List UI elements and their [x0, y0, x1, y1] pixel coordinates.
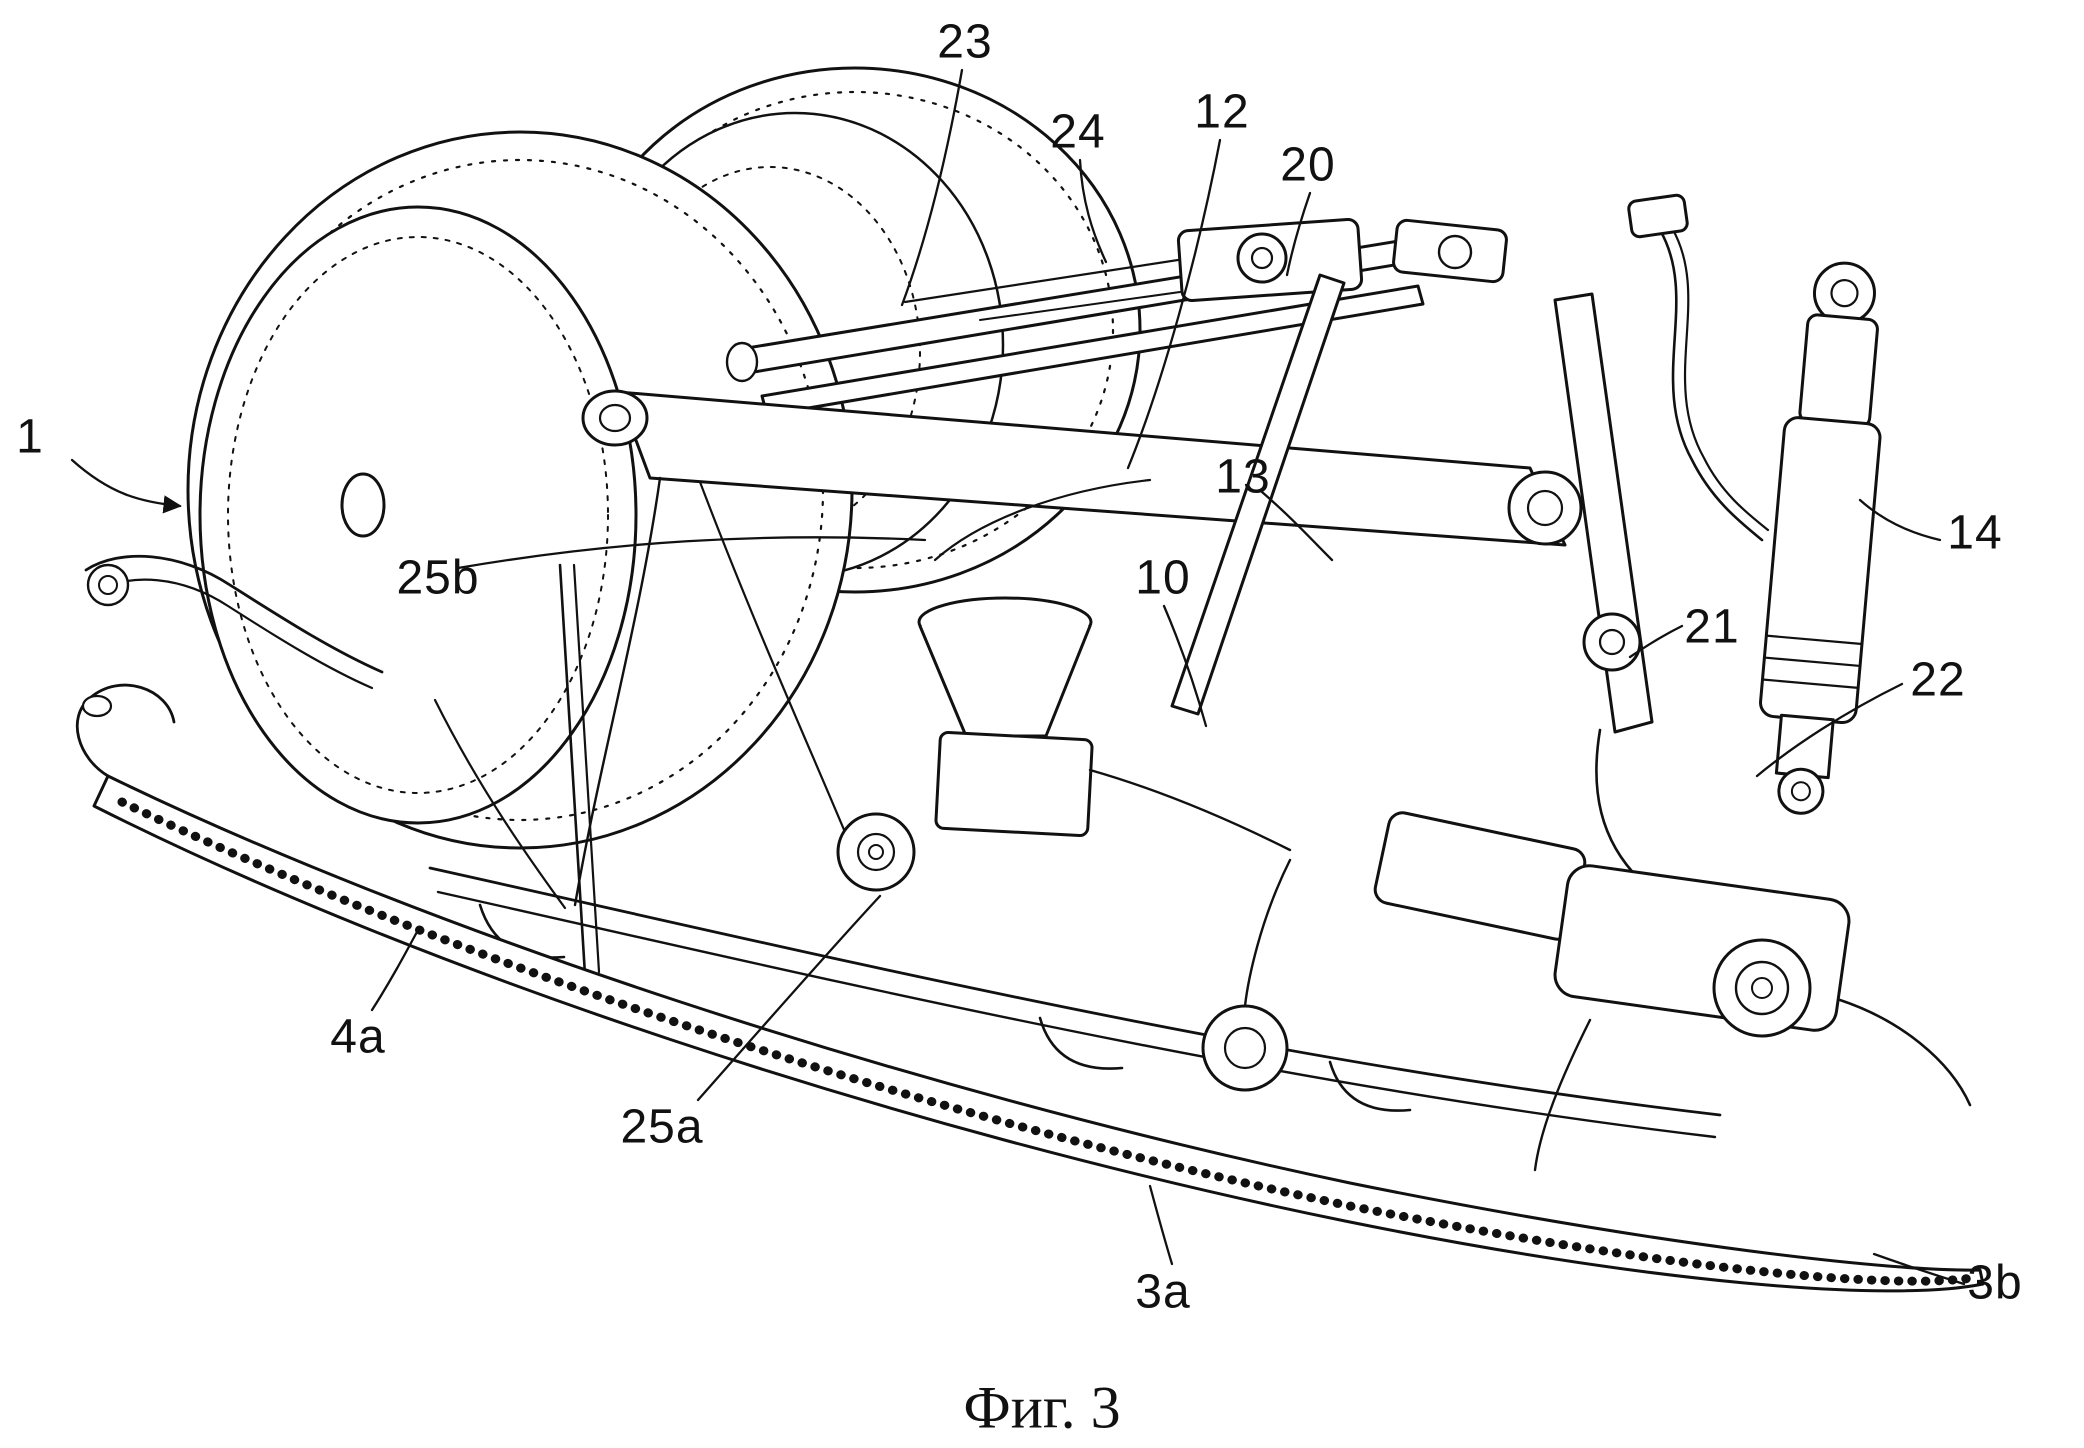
ski-stipple-edge	[117, 797, 1977, 1286]
ref-label-10: 10	[1135, 551, 1191, 605]
leader-lines	[70, 68, 1966, 1286]
hydraulic-hose	[1658, 228, 1764, 542]
ref-label-12: 12	[1194, 85, 1250, 139]
ref-label-25b: 25b	[396, 551, 480, 605]
leader-25b	[456, 536, 927, 570]
engine-funnel	[836, 478, 1292, 892]
leader-10	[1162, 604, 1208, 728]
ref-label-23: 23	[937, 15, 993, 69]
ref-label-13: 13	[1215, 450, 1271, 504]
top-assembly	[1176, 193, 1770, 542]
diagonal-strut	[1170, 273, 1346, 716]
ref-label-20: 20	[1280, 138, 1336, 192]
front-wheel	[186, 130, 854, 850]
leader-13	[1260, 490, 1334, 562]
leader-24	[1078, 158, 1108, 264]
ski	[75, 554, 1985, 1293]
ref-label-3a: 3a	[1135, 1265, 1191, 1319]
ref-label-3b: 3b	[1967, 1256, 2023, 1310]
leader-20	[1285, 191, 1312, 277]
leader-3b	[1872, 1252, 1966, 1286]
ref-label-1: 1	[16, 410, 44, 464]
ref-label-24: 24	[1050, 105, 1106, 159]
ref-label-22: 22	[1910, 653, 1966, 707]
ref-label-25a: 25a	[620, 1100, 704, 1154]
leader-14	[1858, 498, 1942, 542]
ref-label-14: 14	[1947, 506, 2003, 560]
figure-caption: Фиг. 3	[963, 1374, 1121, 1441]
lower-frame	[428, 563, 1722, 1139]
ref-label-4a: 4a	[330, 1010, 386, 1064]
swing-arm	[433, 389, 1583, 910]
leader-22	[1755, 682, 1904, 778]
leader-23	[900, 68, 964, 307]
rear-skid-assembly	[1373, 811, 1972, 1172]
leader-21	[1628, 624, 1684, 659]
leader-12	[1126, 138, 1222, 470]
hub	[340, 472, 386, 538]
ref-label-21: 21	[1684, 600, 1740, 654]
leader-4a	[370, 928, 420, 1012]
leader-25a	[696, 894, 882, 1102]
leader-1	[70, 458, 182, 514]
shock-absorber	[1759, 261, 1882, 815]
knuckle-assembly	[1553, 292, 1654, 882]
leader-3a	[1148, 1184, 1174, 1266]
second-ski-tip	[84, 554, 384, 674]
